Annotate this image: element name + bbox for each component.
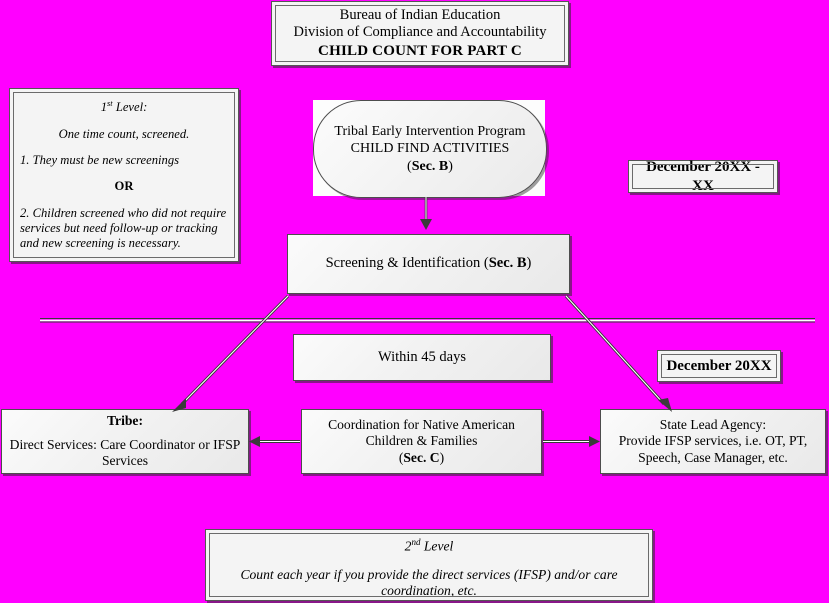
spacer	[20, 142, 228, 153]
tribe-body: Direct Services: Care Coordinator or IFS…	[9, 436, 241, 469]
level-1-heading-sup: st	[107, 98, 113, 108]
state-line-1: State Lead Agency:	[659, 416, 767, 432]
coordination-sec-close: )	[439, 449, 445, 465]
within-45-days-label: Within 45 days	[377, 348, 467, 365]
spacer	[20, 168, 228, 179]
tribe-heading: Tribe:	[107, 413, 143, 429]
state-lead-agency-box: State Lead Agency: Provide IFSP services…	[600, 409, 826, 474]
oval-sec-label: Sec. B	[411, 158, 449, 174]
date-box-december-range: December 20XX - XX	[628, 159, 778, 194]
title-line-1: Bureau of Indian Education	[339, 6, 501, 23]
level-2-heading-suffix: Level	[420, 538, 454, 554]
level-2-note-box: 2nd Level Count each year if you provide…	[205, 529, 653, 601]
level-2-body: Count each year if you provide the direc…	[240, 566, 618, 599]
tribal-early-intervention-oval: Tribal Early Intervention Program CHILD …	[313, 100, 547, 198]
oval-line-1: Tribal Early Intervention Program	[334, 123, 526, 139]
connector-oval-to-screening	[420, 197, 432, 230]
spacer	[20, 195, 228, 206]
screening-sec-label: Sec. B	[488, 255, 527, 272]
level-1-or: OR	[114, 179, 134, 194]
level-2-heading: 2nd Level	[206, 537, 652, 555]
date-box-2-label: December 20XX	[666, 357, 772, 374]
title-line-2: Division of Compliance and Accountabilit…	[293, 24, 547, 41]
timeline-divider	[40, 318, 815, 323]
level-1-note-box: 1st Level: One time count, screened. 1. …	[9, 88, 239, 262]
oval-line-2: CHILD FIND ACTIVITIES	[350, 141, 510, 157]
screening-box-text: Screening & Identification (Sec. B)	[288, 255, 569, 273]
level-1-item-2: 2. Children screened who did not require…	[20, 205, 227, 251]
coordination-line-1: Coordination for Native American	[328, 416, 515, 432]
title-box: Bureau of Indian Education Division of C…	[271, 1, 569, 66]
screening-identification-box: Screening & Identification (Sec. B)	[287, 234, 570, 294]
connector-coordination-to-state	[543, 436, 600, 447]
spacer	[20, 116, 228, 127]
within-45-days-box: Within 45 days	[293, 334, 551, 381]
tribe-box: Tribe: Direct Services: Care Coordinator…	[1, 409, 249, 474]
oval-sec-close: )	[448, 158, 453, 174]
level-2-heading-prefix: 2	[404, 538, 412, 554]
connector-coordination-to-tribe	[249, 436, 300, 447]
title-line-3: CHILD COUNT FOR PART C	[318, 43, 522, 60]
screening-text-before: Screening & Identification (	[325, 255, 489, 272]
oval-sec-open: (	[407, 158, 412, 174]
coordination-box: Coordination for Native American Childre…	[301, 409, 542, 474]
coordination-sec-open: (	[398, 449, 404, 465]
coordination-line-3: (Sec. C)	[302, 450, 541, 467]
oval-line-3: (Sec. B)	[407, 158, 453, 176]
state-line-2: Provide IFSP services, i.e. OT, PT,	[618, 433, 808, 449]
level-1-item-1: 1. They must be new screenings	[20, 152, 180, 167]
level-1-heading-prefix: 1	[100, 100, 107, 115]
level-1-heading-suffix: Level:	[112, 100, 148, 115]
coordination-line-2: Children & Families	[365, 433, 478, 449]
state-line-3: Speech, Case Manager, etc.	[638, 449, 788, 465]
level-2-heading-sup: nd	[411, 537, 421, 547]
date-box-december: December 20XX	[657, 350, 781, 382]
date-box-1-label: December 20XX - XX	[646, 159, 760, 194]
level-1-heading: 1st Level:	[20, 98, 228, 116]
spacer	[206, 555, 652, 567]
level-1-subtitle: One time count, screened.	[58, 126, 190, 141]
coordination-sec-label: Sec. C	[403, 449, 440, 465]
connector-screening-to-tribe	[172, 294, 290, 412]
screening-text-after: )	[526, 255, 532, 272]
